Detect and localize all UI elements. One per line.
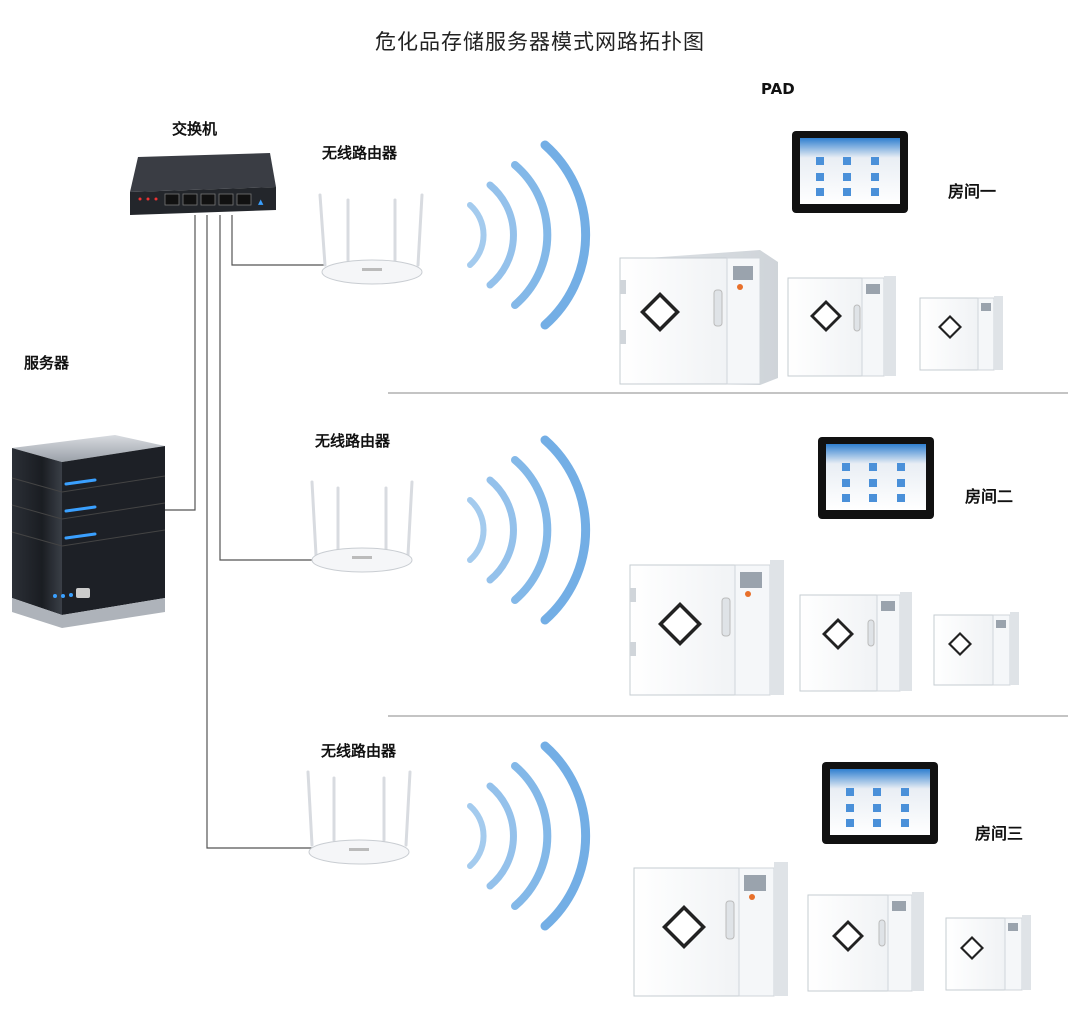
router-label-1: 无线路由器 [322,144,398,162]
cabinet-room1-small [919,296,1003,371]
wifi-signal-2 [467,435,591,625]
server-label: 服务器 [24,354,70,372]
pad-tablet-3 [822,762,938,844]
connection-lines [160,215,325,849]
cabinet-room1-large [619,250,778,385]
cabinet-room1-medium [787,276,896,377]
cabinet-room2-small [933,612,1019,686]
router-2 [310,480,414,573]
wifi-signal-3 [467,741,591,931]
diagram-title: 危化品存储服务器模式网路拓扑图 [375,30,705,54]
switch-device: ▲ [130,153,276,215]
switch-to-router1-line [231,215,325,266]
pad-tablet-1 [792,131,908,213]
switch-to-router2-line [219,215,315,561]
svg-text:▲: ▲ [258,198,264,206]
switch-label: 交换机 [172,120,218,138]
cabinet-room2-large [629,560,784,696]
router-label-2: 无线路由器 [315,432,391,450]
room-label-3: 房间三 [975,824,1024,843]
cabinet-room3-small [945,915,1031,991]
cabinet-room3-large [633,862,788,997]
router-1 [318,193,424,285]
pad-tablet-2 [818,437,934,519]
pad-label: PAD [761,80,795,98]
room-label-1: 房间一 [948,182,997,201]
cabinet-room2-medium [799,592,912,692]
switch-to-router3-line [206,215,312,849]
server-device [11,435,166,628]
cabinet-room3-medium [807,892,924,992]
room-label-2: 房间二 [965,487,1014,506]
router-label-3: 无线路由器 [321,742,397,760]
wifi-signal-1 [467,140,591,330]
switch-to-server-line [160,215,196,511]
router-3 [306,770,412,865]
